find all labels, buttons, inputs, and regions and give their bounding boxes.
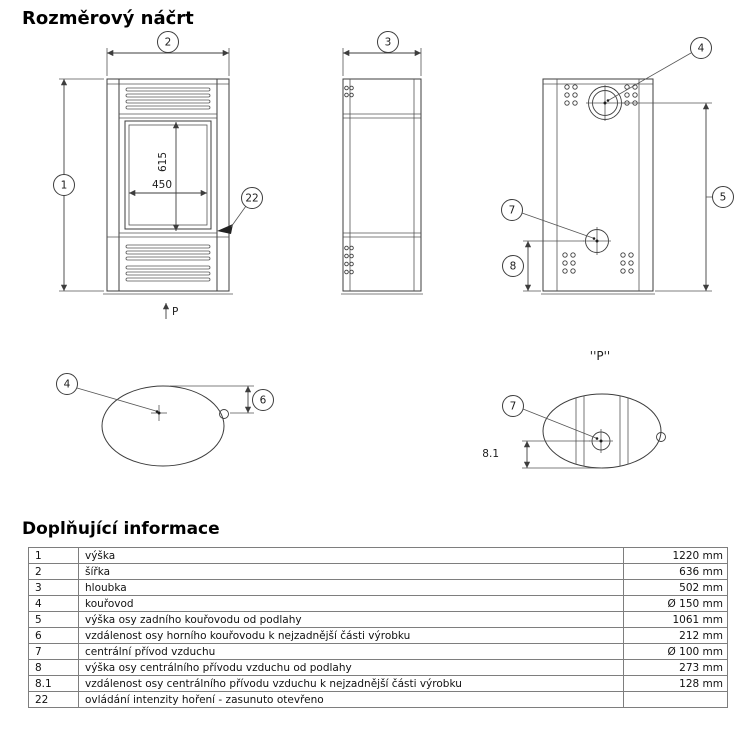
row-label: ovládání intenzity hoření - zasunuto ote… — [78, 691, 624, 708]
side-bottom-holes — [344, 245, 354, 275]
balloon-8-label: 8 — [510, 261, 517, 273]
balloon-3 — [377, 31, 399, 53]
row-id: 8 — [28, 659, 79, 676]
row-label: výška — [78, 547, 624, 564]
row-id: 22 — [28, 691, 79, 708]
row-id: 5 — [28, 611, 79, 628]
row-label: výška osy zadního kouřovodu od podlahy — [78, 611, 624, 628]
balloon-5-label: 5 — [720, 192, 727, 204]
balloon-4-label: 4 — [698, 43, 705, 55]
balloon-1-label: 1 — [61, 180, 68, 192]
row-label: hloubka — [78, 579, 624, 596]
row-id: 7 — [28, 643, 79, 660]
damper-knob-bottom — [656, 432, 666, 442]
row-label: vzdálenost osy horního kouřovodu k nejza… — [78, 627, 624, 644]
balloon-4 — [690, 37, 712, 59]
balloon-22 — [241, 187, 263, 209]
row-label: kouřovod — [78, 595, 624, 612]
balloon-7 — [501, 199, 523, 221]
front-bottom-vents — [125, 244, 211, 282]
top-view: 4 6 — [56, 373, 274, 467]
balloon-6 — [252, 389, 274, 411]
p-view-label: ''P'' — [590, 349, 610, 363]
row-label: centrální přívod vzduchu — [78, 643, 624, 660]
page-title: Rozměrový náčrt — [22, 8, 194, 29]
balloon-2 — [157, 31, 179, 53]
row-label: šířka — [78, 563, 624, 580]
row-id: 2 — [28, 563, 79, 580]
front-top-vents — [125, 87, 211, 110]
p-arrow-label: P — [172, 306, 178, 318]
balloon-4-top — [56, 373, 78, 395]
dim-8-1: 8.1 — [482, 448, 499, 460]
front-window — [124, 120, 212, 230]
balloon-1 — [53, 174, 75, 196]
dim-450: 450 — [152, 179, 172, 191]
dim-615: 615 — [157, 152, 169, 172]
row-id: 1 — [28, 547, 79, 564]
dimensional-drawing: 615 450 P — [53, 31, 734, 469]
back-bottom-holes — [562, 252, 634, 274]
row-id: 6 — [28, 627, 79, 644]
flue-outlet — [586, 85, 624, 121]
side-view: 3 — [341, 31, 423, 295]
balloon-7-bottom — [502, 395, 524, 417]
row-label: výška osy centrálního přívodu vzduchu od… — [78, 659, 624, 676]
balloon-7-label: 7 — [509, 205, 516, 217]
info-section-title: Doplňující informace — [22, 519, 220, 539]
control-lever — [217, 224, 233, 234]
balloon-4-top-label: 4 — [64, 379, 71, 391]
air-inlet — [583, 227, 611, 255]
back-top-holes — [564, 84, 638, 106]
row-id: 4 — [28, 595, 79, 612]
row-id: 8.1 — [28, 675, 79, 692]
row-value: 128 mm — [623, 675, 728, 692]
row-value: 212 mm — [623, 627, 728, 644]
side-top-holes — [344, 85, 354, 98]
back-view: 4 5 7 8 — [501, 37, 734, 295]
balloon-8 — [502, 255, 524, 277]
balloon-2-label: 2 — [165, 37, 172, 49]
balloon-22-label: 22 — [245, 193, 258, 205]
row-label: vzdálenost osy centrálního přívodu vzduc… — [78, 675, 624, 692]
row-value: 636 mm — [623, 563, 728, 580]
row-value: 273 mm — [623, 659, 728, 676]
row-value: Ø 150 mm — [623, 595, 728, 612]
balloon-6-label: 6 — [260, 395, 267, 407]
row-value: 1061 mm — [623, 611, 728, 628]
balloon-3-label: 3 — [385, 37, 392, 49]
bottom-p-view: ''P'' 7 8.1 — [482, 349, 666, 469]
air-inlet-bottom — [589, 429, 613, 453]
balloon-5 — [712, 186, 734, 208]
damper-knob — [219, 409, 229, 419]
row-value — [623, 691, 728, 708]
row-value: 502 mm — [623, 579, 728, 596]
balloon-7-bottom-label: 7 — [510, 401, 517, 413]
row-id: 3 — [28, 579, 79, 596]
row-value: Ø 100 mm — [623, 643, 728, 660]
front-view: 615 450 P — [53, 31, 263, 319]
row-value: 1220 mm — [623, 547, 728, 564]
